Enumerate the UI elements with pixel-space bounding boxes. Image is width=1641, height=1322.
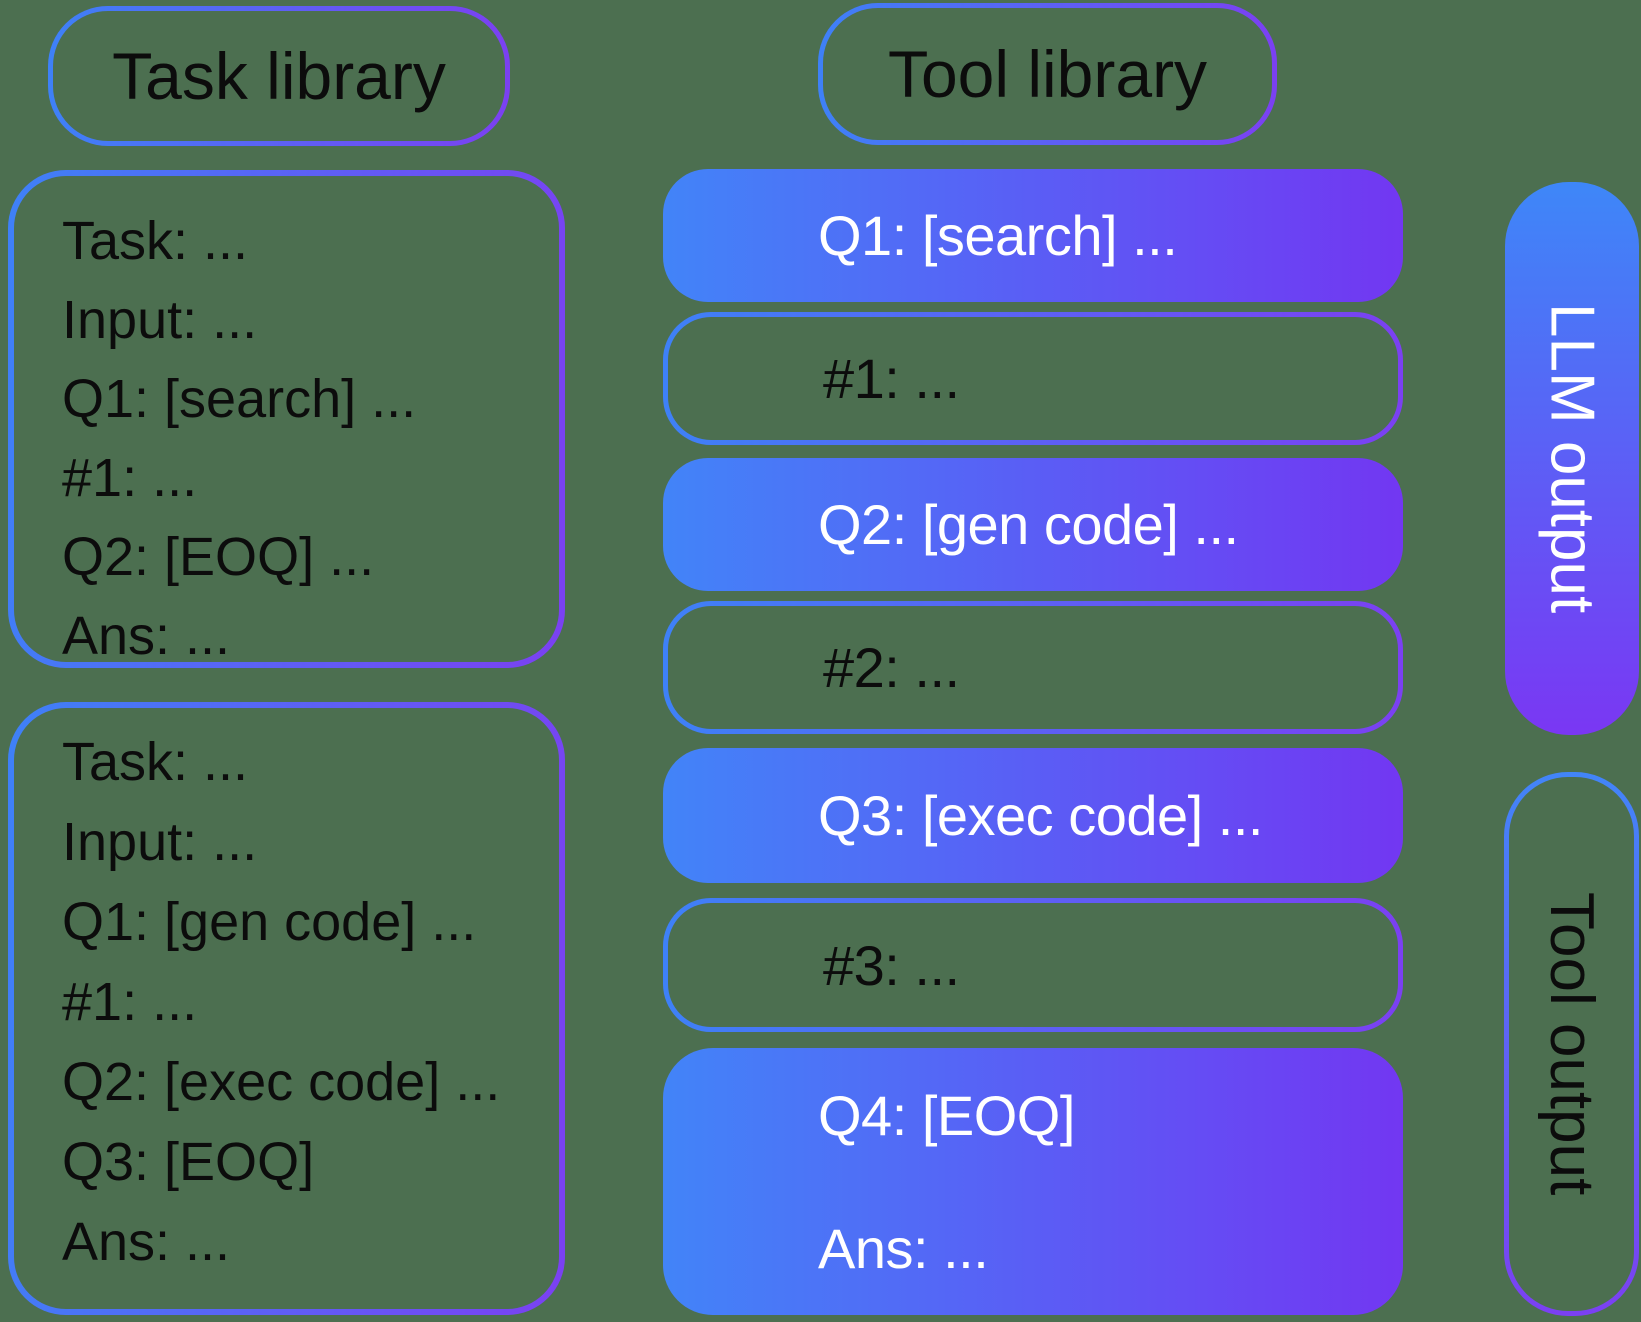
task-line: Task: ... <box>62 732 249 792</box>
task-library-header: Task library <box>48 6 510 146</box>
step-text: Q2: [gen code] ... <box>818 493 1239 556</box>
step-text: Q4: [EOQ] <box>818 1083 1075 1147</box>
step-text: #2: ... <box>823 636 960 699</box>
step-1-tool-result: #1: ... <box>663 312 1403 445</box>
task-example-box-1: Task: ... Input: ... Q1: [search] ... #1… <box>8 170 565 668</box>
task-library-title: Task library <box>112 39 446 113</box>
step-q2-llm: Q2: [gen code] ... <box>663 458 1403 591</box>
tool-output-legend: Tool output <box>1504 772 1639 1316</box>
task-line: Q1: [gen code] ... <box>62 892 477 952</box>
task-example-box-2: Task: ... Input: ... Q1: [gen code] ... … <box>8 702 565 1315</box>
llm-output-label: LLM output <box>1537 303 1607 614</box>
task-line: Q2: [exec code] ... <box>62 1052 501 1112</box>
step-text: #3: ... <box>823 933 960 997</box>
step-text: Q3: [exec code] ... <box>818 784 1263 847</box>
task-line: Input: ... <box>62 290 258 350</box>
task-line: Ans: ... <box>62 606 231 666</box>
task-line: Task: ... <box>62 211 249 271</box>
task-line: Q3: [EOQ] <box>62 1132 315 1192</box>
step-3-tool-result: #3: ... <box>663 898 1403 1032</box>
task-line: Q1: [search] ... <box>62 369 417 429</box>
llm-output-legend: LLM output <box>1505 182 1639 735</box>
step-q4-final-llm: Q4: [EOQ] Ans: ... <box>663 1048 1403 1315</box>
step-q1-llm: Q1: [search] ... <box>663 169 1403 302</box>
task-line: #1: ... <box>62 972 198 1032</box>
step-q3-llm: Q3: [exec code] ... <box>663 748 1403 883</box>
tool-library-header: Tool library <box>818 3 1277 145</box>
step-text: #1: ... <box>823 347 960 410</box>
task-line: #1: ... <box>62 448 198 508</box>
task-line: Ans: ... <box>62 1212 231 1272</box>
task-line: Q2: [EOQ] ... <box>62 527 375 587</box>
tool-library-title: Tool library <box>887 37 1208 111</box>
task-line: Input: ... <box>62 812 258 872</box>
step-text: Q1: [search] ... <box>818 204 1178 267</box>
step-text: Ans: ... <box>818 1216 989 1280</box>
step-2-tool-result: #2: ... <box>663 601 1403 734</box>
tool-output-label: Tool output <box>1537 892 1606 1196</box>
